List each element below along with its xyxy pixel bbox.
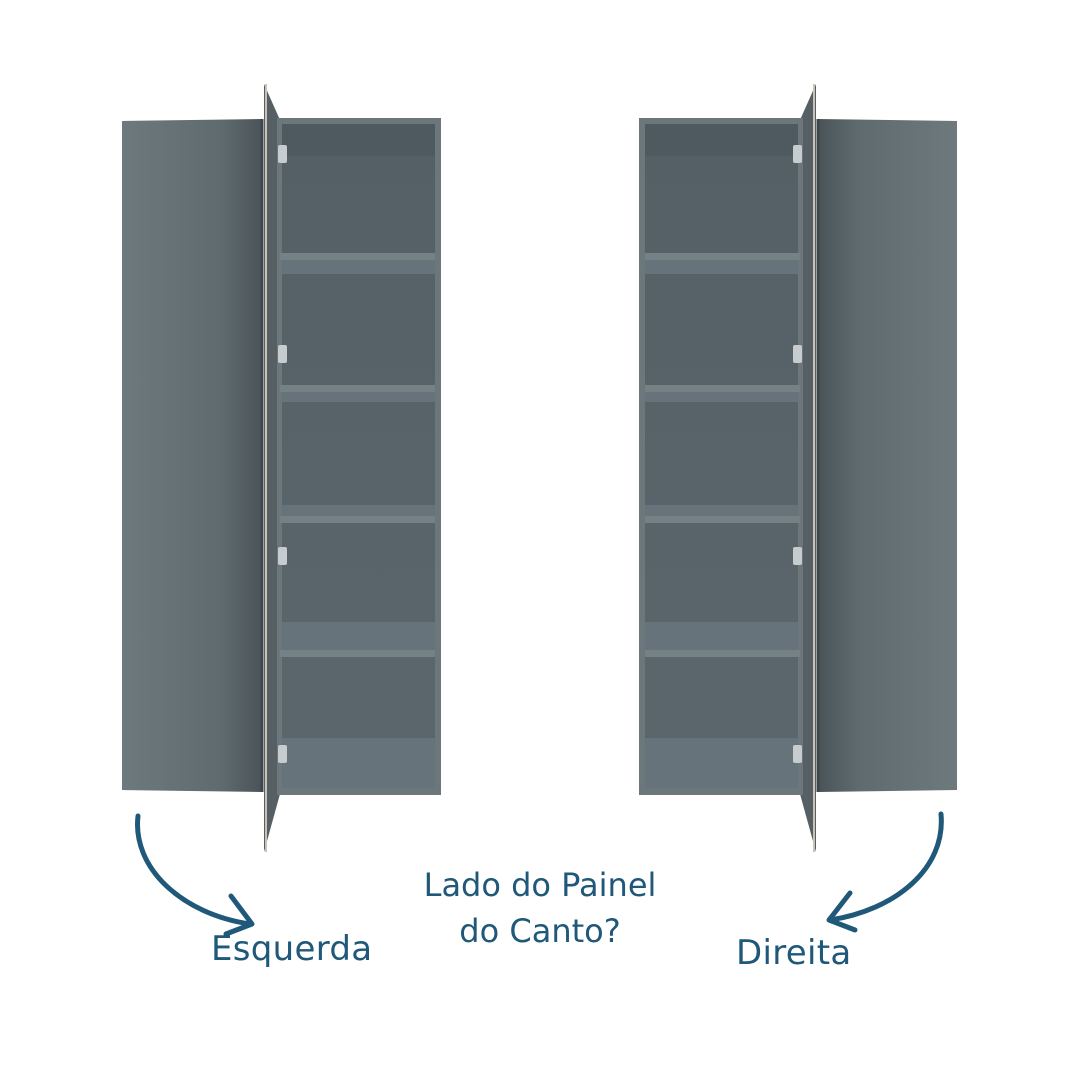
cabinet-right-shelves: [645, 253, 800, 657]
cabinet-left-shelves: [280, 253, 435, 657]
cabinet-right-hinges: [793, 145, 802, 763]
option-left-label: Esquerda: [211, 929, 373, 969]
cabinet-right-side-panel: [818, 119, 957, 792]
option-right-label: Direita: [736, 933, 852, 973]
question-line-1: Lado do Painel: [423, 866, 657, 904]
cabinet-left-side-panel: [122, 119, 262, 792]
curved-arrow-right-icon: [135, 813, 255, 937]
cabinet-left-door: [264, 84, 280, 852]
cabinet-right: [639, 84, 957, 852]
corner-panel-question: Lado do Painel do Canto?: [340, 862, 740, 955]
curved-arrow-left-icon: [826, 811, 944, 933]
cabinet-left-hinges: [278, 145, 287, 763]
cabinet-right-door: [800, 84, 816, 852]
cabinet-left: [122, 84, 441, 852]
cabinet-left-interior: [282, 124, 435, 788]
cabinet-right-interior: [645, 124, 798, 788]
question-line-2: do Canto?: [459, 912, 621, 951]
